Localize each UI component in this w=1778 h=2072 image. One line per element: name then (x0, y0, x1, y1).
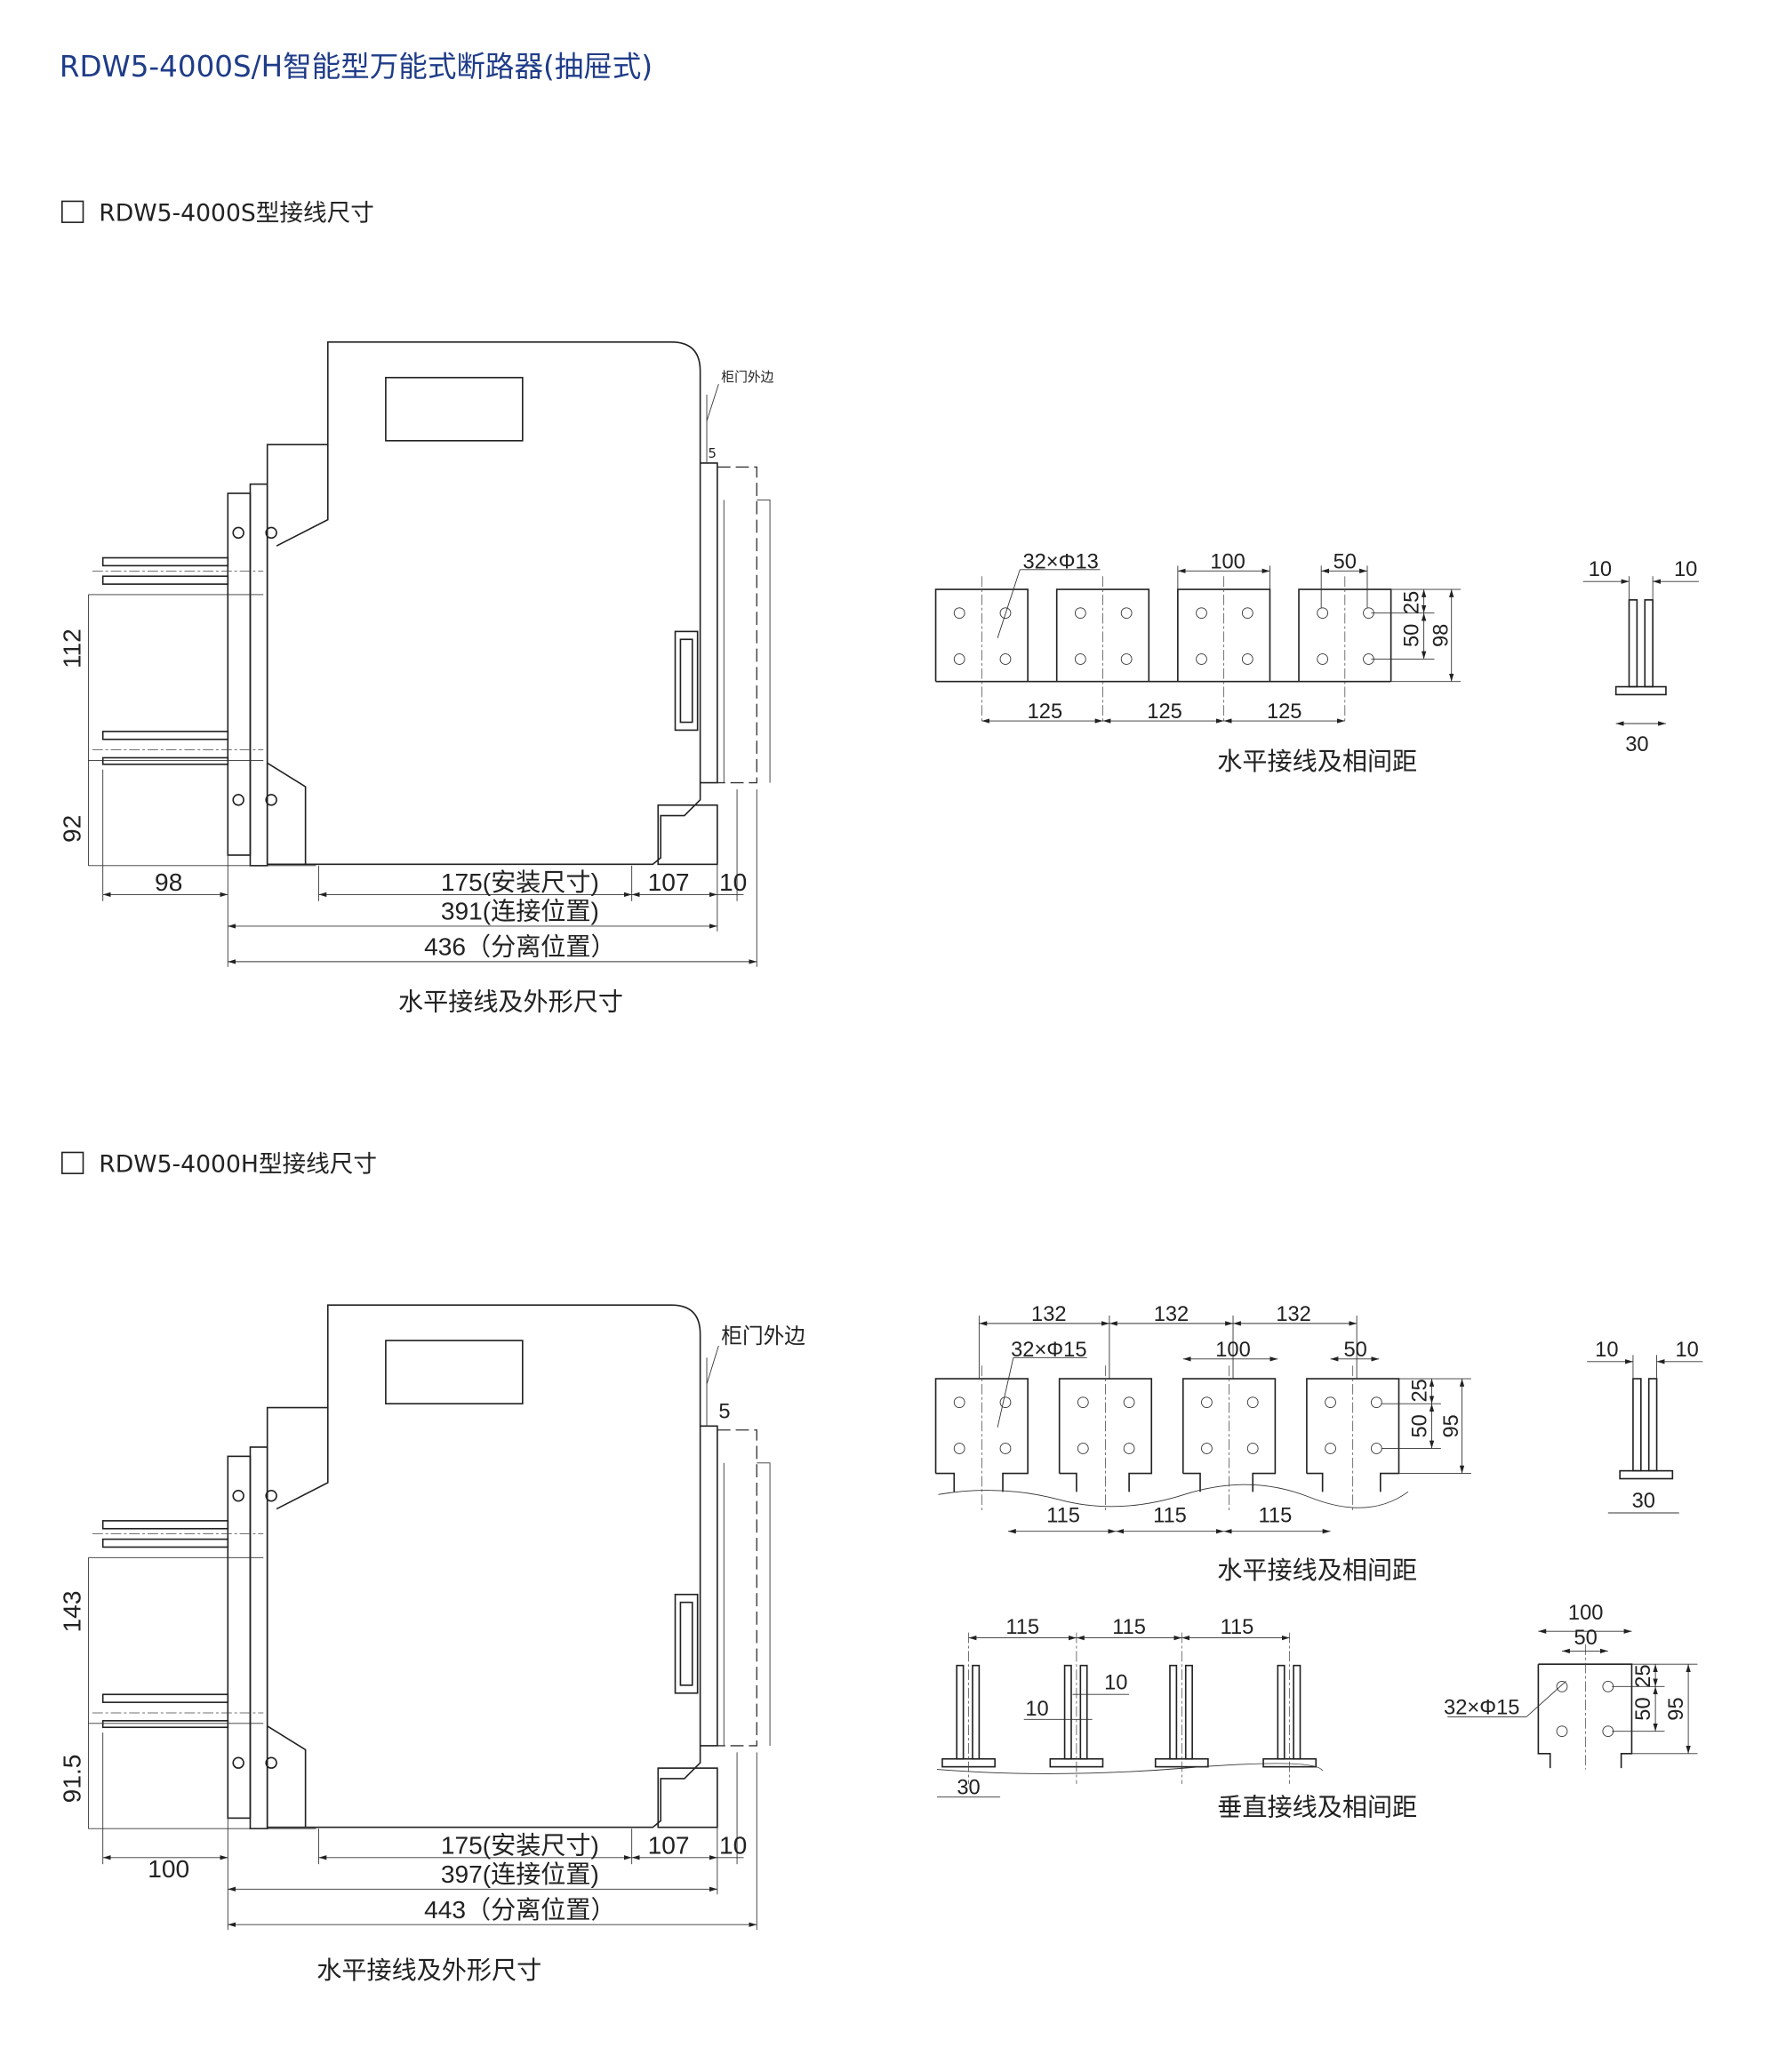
cabinet-door-label: 柜门外边 (721, 1324, 805, 1348)
section-h-heading: RDW5-4000H型接线尺寸 (99, 1151, 377, 1179)
vertical-caption: 垂直接线及相间距 (1217, 1792, 1417, 1821)
section-h: RDW5-4000H型接线尺寸 柜门外边 5 143 91.5 100 175(… (59, 1151, 1703, 1985)
v-spacing-1: 115 (1005, 1616, 1039, 1639)
dim-front: 107 (648, 868, 690, 896)
dim-rear: 98 (155, 868, 182, 896)
dim-door: 10 (719, 868, 747, 896)
dim-lower: 92 (59, 815, 86, 843)
cabinet-door-label: 柜门外边 (721, 370, 773, 385)
v-spacing-2: 115 (1112, 1616, 1146, 1639)
dim-install: 175(安装尺寸) (441, 1831, 599, 1859)
phase-spacing-1: 125 (1028, 700, 1063, 724)
hole-vpitch-label: 50 (1401, 624, 1424, 647)
dim-front: 107 (648, 1831, 690, 1859)
phase-spacing-2: 115 (1153, 1504, 1187, 1527)
dim-connected: 397(连接位置) (441, 1860, 599, 1888)
plate-vpitch-label: 50 (1632, 1697, 1655, 1720)
side-base-label: 30 (1632, 1490, 1655, 1513)
phase-spacing-2: 125 (1147, 700, 1182, 724)
vertical-drawing-h: 115 115 115 10 10 30 垂直接线及相间距 100 (936, 1602, 1698, 1821)
busbar-caption: 水平接线及相间距 (1217, 1556, 1417, 1585)
outline-caption: 水平接线及外形尺寸 (398, 988, 623, 1017)
side-profile-s: 10 10 30 (1582, 558, 1699, 756)
door-gap-label: 5 (718, 1400, 730, 1423)
plate-width-label: 100 (1568, 1602, 1604, 1625)
dim-isolated: 436（分离位置） (424, 932, 616, 960)
dim-rear: 100 (148, 1855, 189, 1883)
dim-door: 10 (719, 1831, 747, 1859)
hole-vpitch-label: 50 (1409, 1414, 1432, 1437)
plate-height-label: 95 (1665, 1697, 1688, 1720)
phase-spacing-3: 115 (1259, 1504, 1293, 1527)
top-offset-label: 25 (1401, 591, 1424, 614)
dim-lower: 91.5 (59, 1755, 86, 1804)
side-right-label: 10 (1674, 558, 1697, 581)
top-spacing-1: 132 (1031, 1303, 1067, 1326)
plate-top-label: 25 (1632, 1664, 1655, 1687)
side-left-label: 10 (1589, 558, 1612, 581)
v-spacing-3: 115 (1221, 1616, 1254, 1639)
side-profile-h: 10 10 30 (1587, 1339, 1703, 1514)
holes-label: 32×Φ15 (1011, 1339, 1086, 1362)
holes-label: 32×Φ13 (1022, 550, 1098, 573)
hole-pitch-label: 50 (1343, 1339, 1366, 1362)
section-s-heading: RDW5-4000S型接线尺寸 (99, 200, 374, 228)
width-label: 100 (1215, 1339, 1251, 1362)
busbar-drawing-s: 32×Φ13 100 50 25 50 98 125 125 125 水平接线及… (934, 550, 1699, 776)
top-offset-label: 25 (1409, 1379, 1432, 1402)
bar-gap-label: 10 (1104, 1671, 1127, 1694)
top-spacing-3: 132 (1276, 1303, 1311, 1326)
dim-upper: 112 (59, 628, 86, 668)
phase-spacing-3: 125 (1267, 700, 1302, 724)
busbar-caption: 水平接线及相间距 (1217, 747, 1417, 776)
section-s-bullet-box (61, 200, 84, 223)
height-label: 95 (1440, 1414, 1463, 1437)
bar-thick-label: 10 (1025, 1698, 1048, 1721)
section-s: RDW5-4000S型接线尺寸 柜门外边 5 112 92 98 175(安装尺… (59, 200, 1699, 1017)
plate-holes-label: 32×Φ15 (1444, 1696, 1519, 1719)
vertical-plate: 100 50 32×Φ15 25 50 95 (1444, 1602, 1698, 1770)
dim-upper: 143 (59, 1591, 86, 1633)
dim-isolated: 443（分离位置） (424, 1896, 616, 1924)
outline-caption: 水平接线及外形尺寸 (316, 1956, 541, 1985)
plate-pitch-label: 50 (1574, 1627, 1597, 1650)
top-spacing-2: 132 (1154, 1303, 1189, 1326)
width-label: 100 (1210, 550, 1245, 573)
side-right-label: 10 (1675, 1339, 1698, 1362)
outline-drawing-h: 柜门外边 5 143 91.5 100 175(安装尺寸) 107 10 397… (59, 1305, 805, 1985)
section-h-bullet-box (61, 1151, 84, 1174)
height-label: 98 (1430, 624, 1453, 647)
phase-spacing-1: 115 (1046, 1504, 1080, 1527)
base-label: 30 (957, 1777, 980, 1800)
dim-connected: 391(连接位置) (441, 898, 599, 925)
door-gap-label: 5 (709, 446, 717, 461)
hole-pitch-label: 50 (1334, 550, 1357, 573)
outline-drawing-s: 柜门外边 5 112 92 98 175(安装尺寸) 107 10 391(连接… (59, 342, 774, 1017)
dim-install: 175(安装尺寸) (441, 868, 599, 896)
page-title: RDW5-4000S/H智能型万能式断路器(抽屉式) (60, 50, 653, 84)
side-base-label: 30 (1625, 733, 1648, 756)
busbar-drawing-h: 132 132 132 32×Φ15 100 50 25 50 95 115 1… (934, 1303, 1703, 1585)
side-left-label: 10 (1595, 1339, 1618, 1362)
